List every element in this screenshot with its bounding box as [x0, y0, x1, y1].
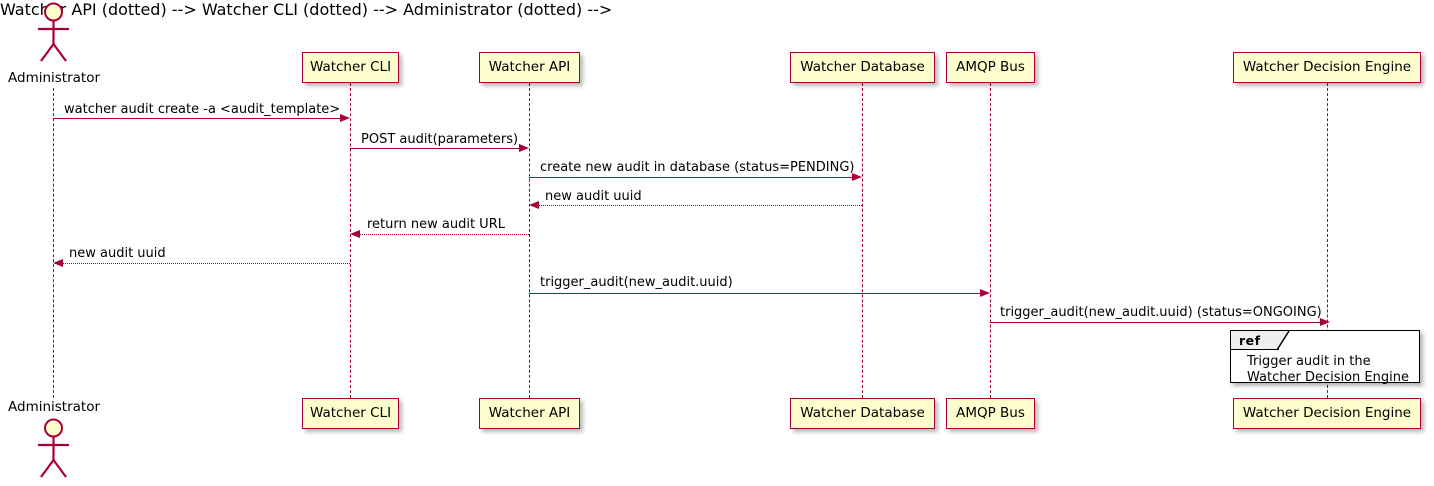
- ref-fragment-tab: ref: [1231, 331, 1279, 350]
- lifeline-watcher-decision-engine: [1327, 83, 1328, 398]
- participant-box-watcher-decision-engine-top[interactable]: Watcher Decision Engine: [1233, 52, 1421, 83]
- message-line-4: [539, 205, 862, 206]
- ref-fragment-box: ref Trigger audit in the Watcher Decisio…: [1230, 330, 1420, 386]
- message-label-5: return new audit URL: [367, 217, 505, 232]
- actor-administrator-top: [33, 2, 74, 64]
- lifeline-administrator: [53, 88, 54, 398]
- participant-box-watcher-database-top[interactable]: Watcher Database: [790, 52, 935, 83]
- participant-box-amqp-bus-bottom[interactable]: AMQP Bus: [946, 398, 1035, 429]
- participant-box-watcher-api-bottom[interactable]: Watcher API: [479, 398, 580, 429]
- actor-label-administrator-bottom: Administrator: [8, 399, 101, 415]
- message-line-5: [360, 234, 529, 235]
- lifeline-watcher-database: [862, 83, 863, 398]
- message-arrowhead-7: [980, 288, 990, 297]
- participant-box-watcher-api-top[interactable]: Watcher API: [479, 52, 580, 83]
- lifeline-amqp-bus: [990, 83, 991, 398]
- ref-fragment-line-1: Trigger audit in the: [1247, 354, 1371, 369]
- actor-label-administrator-top: Administrator: [8, 70, 101, 86]
- ref-fragment-body: Trigger audit in the Watcher Decision En…: [1247, 354, 1409, 386]
- message-label-8: trigger_audit(new_audit.uuid) (status=ON…: [1000, 305, 1322, 320]
- message-label-4: new audit uuid: [545, 189, 642, 204]
- message-line-2: [350, 148, 519, 149]
- message-arrowhead-3: [852, 172, 862, 181]
- actor-administrator-bottom: [33, 418, 74, 480]
- message-arrowhead-5: [350, 229, 360, 238]
- participant-box-amqp-bus-top[interactable]: AMQP Bus: [946, 52, 1035, 83]
- message-arrowhead-8: [1320, 317, 1330, 326]
- participant-box-watcher-cli-top[interactable]: Watcher CLI: [302, 52, 399, 83]
- lifeline-watcher-cli: [350, 83, 351, 398]
- message-label-2: POST audit(parameters): [361, 132, 519, 147]
- message-line-1: [53, 118, 340, 119]
- message-label-1: watcher audit create -a <audit_template>: [64, 102, 341, 117]
- actor-stick-figure-icon: [38, 418, 69, 478]
- message-label-3: create new audit in database (status=PEN…: [540, 160, 855, 175]
- ref-fragment-line-2: Watcher Decision Engine: [1247, 370, 1409, 385]
- message-label-7: trigger_audit(new_audit.uuid): [540, 275, 733, 290]
- ref-fragment-tab-label: ref: [1239, 332, 1261, 348]
- ref-fragment-tab-notch-outline-icon: [1276, 330, 1290, 351]
- participant-box-watcher-database-bottom[interactable]: Watcher Database: [790, 398, 935, 429]
- message-arrowhead-4: [529, 200, 539, 209]
- message-arrowhead-6: [53, 258, 63, 267]
- actor-stick-figure-icon: [38, 2, 69, 62]
- message-line-7: [529, 293, 980, 294]
- message-line-6: [63, 263, 350, 264]
- participant-box-watcher-decision-engine-bottom[interactable]: Watcher Decision Engine: [1233, 398, 1421, 429]
- message-arrowhead-1: [340, 113, 350, 122]
- participant-box-watcher-cli-bottom[interactable]: Watcher CLI: [302, 398, 399, 429]
- message-line-8: [990, 322, 1320, 323]
- message-label-6: new audit uuid: [69, 246, 166, 261]
- lifeline-watcher-api: [529, 83, 530, 398]
- message-arrowhead-2: [519, 143, 529, 152]
- message-line-3: [529, 177, 852, 178]
